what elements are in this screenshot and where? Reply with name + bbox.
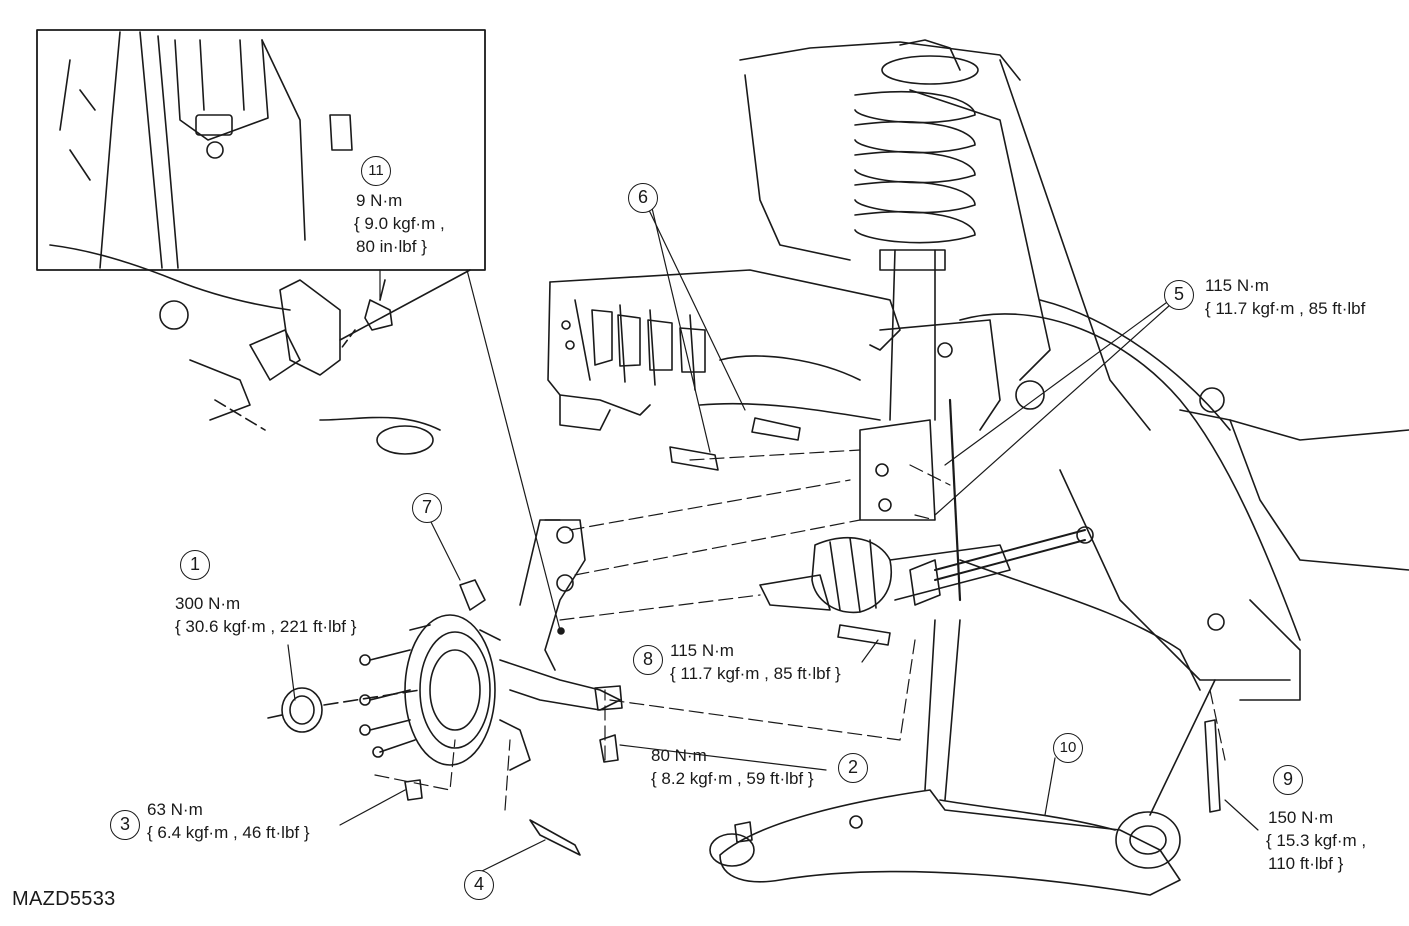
torque-8-detail: { 11.7 kgf·m , 85 ft·lbf } <box>670 664 841 683</box>
torque-3-value: 63 N·m <box>147 800 203 819</box>
assembly-guides <box>374 449 1226 811</box>
torque-11-detail-line2: 80 in·lbf } <box>356 236 427 257</box>
torque-11-value: 9 N·m <box>356 190 403 211</box>
torque-5-detail: { 11.7 kgf·m , 85 ft·lbf <box>1205 299 1366 318</box>
torque-5-value: 115 N·m <box>1205 276 1269 295</box>
callout-11: 11 <box>361 156 391 186</box>
drive-shaft <box>759 537 1011 614</box>
bolts <box>404 417 1221 856</box>
leader-lines <box>287 207 1259 873</box>
callout-1: 1 <box>180 550 210 580</box>
callout-2: 2 <box>838 753 868 783</box>
callout-3: 3 <box>110 810 140 840</box>
torque-2-value: 80 N·m <box>651 746 707 765</box>
torque-1-value: 300 N·m <box>175 594 241 613</box>
lower-arm <box>709 619 1216 896</box>
callout-10: 10 <box>1053 733 1083 763</box>
torque-9-detail-line2: 110 ft·lbf } <box>1268 854 1344 873</box>
frame-rail <box>547 269 901 431</box>
torque-1-detail: { 30.6 kgf·m , 221 ft·lbf } <box>175 617 357 636</box>
torque-11-detail-line1: { 9.0 kgf·m , <box>354 213 445 234</box>
callout-5: 5 <box>1164 280 1194 310</box>
callout-6: 6 <box>628 183 658 213</box>
torque-2-detail: { 8.2 kgf·m , 59 ft·lbf } <box>651 769 814 788</box>
callout-7: 7 <box>412 493 442 523</box>
tie-rod <box>909 526 1094 606</box>
callout-8: 8 <box>633 645 663 675</box>
figure-code: MAZD5533 <box>12 888 116 910</box>
callout-9: 9 <box>1273 765 1303 795</box>
torque-9-value: 150 N·m <box>1268 808 1334 827</box>
hub-nut <box>267 687 421 733</box>
inset-detail-view <box>36 29 486 455</box>
torque-9-detail-line1: { 15.3 kgf·m , <box>1266 831 1367 850</box>
callout-4: 4 <box>464 870 494 900</box>
strut-assembly <box>739 39 1151 602</box>
torque-8-value: 115 N·m <box>670 641 734 660</box>
subframe <box>959 299 1409 701</box>
torque-3-detail: { 6.4 kgf·m , 46 ft·lbf } <box>147 823 310 842</box>
steering-knuckle <box>359 519 621 771</box>
